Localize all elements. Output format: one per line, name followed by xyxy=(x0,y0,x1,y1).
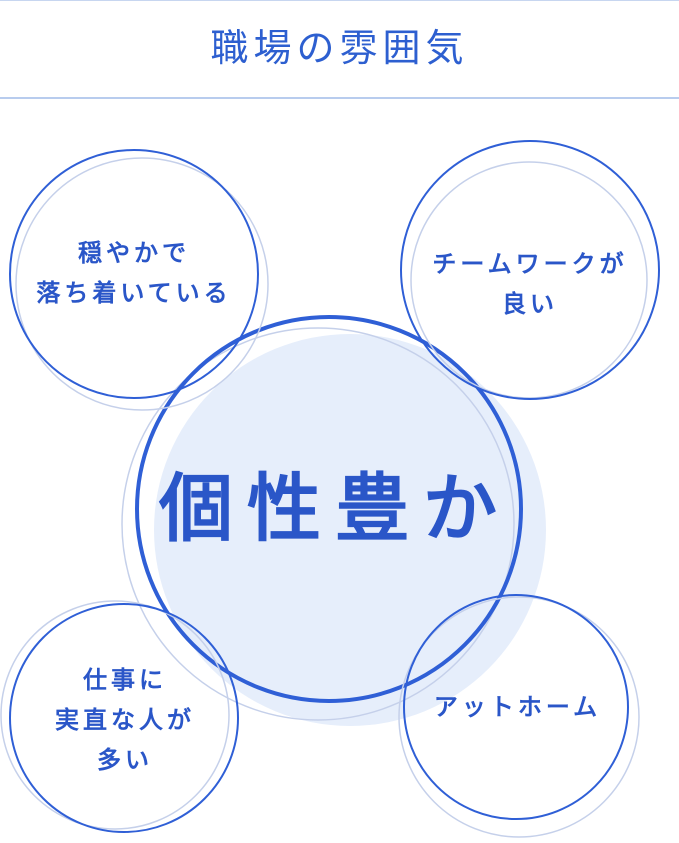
bubble-label-line: 穏やかで xyxy=(78,239,190,267)
bubble-label-teamwork: チームワークが 良い xyxy=(405,244,655,324)
bubble-ring-tl xyxy=(9,149,259,399)
bubble-label-homely: アットホーム xyxy=(405,687,630,727)
bubble-ring-br xyxy=(403,594,629,820)
center-fill-disc xyxy=(154,334,546,726)
bubble-label-line: 仕事に xyxy=(83,666,167,694)
bubble-label-line: 多い xyxy=(97,746,153,774)
center-outer-ring xyxy=(121,327,515,721)
page-title: 職場の雰囲気 xyxy=(210,26,469,70)
bubble-ring-light-tl xyxy=(15,157,269,411)
bubble-ring-light-bl xyxy=(0,600,230,830)
bubble-ring-tr xyxy=(400,140,660,400)
bubble-label-calm: 穏やかで 落ち着いている xyxy=(14,233,254,313)
header-bar: 職場の雰囲気 xyxy=(0,0,679,99)
center-label: 個性豊か xyxy=(159,466,511,552)
bubble-label-earnest: 仕事に 実直な人が 多い xyxy=(10,660,240,780)
bubble-label-line: チームワークが xyxy=(432,250,628,278)
bubble-ring-light-br xyxy=(398,596,640,838)
bubble-label-line: 落ち着いている xyxy=(36,279,232,307)
bubble-ring-bl xyxy=(9,603,239,833)
bubble-label-line: 実直な人が xyxy=(55,706,195,734)
center-main-ring xyxy=(135,315,523,703)
bubble-label-line: 良い xyxy=(502,290,558,318)
bubble-label-line: アットホーム xyxy=(433,693,602,721)
